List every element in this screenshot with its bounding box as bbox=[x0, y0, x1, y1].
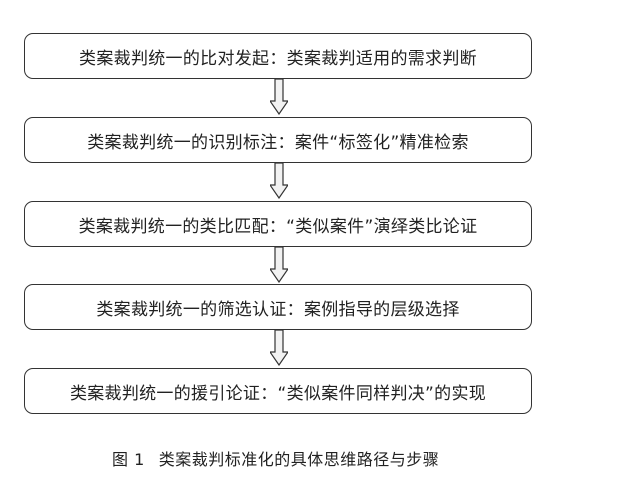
figure-title: 类案裁判标准化的具体思维路径与步骤 bbox=[158, 450, 440, 469]
step-box-5: 类案裁判统一的援引论证：“类似案件同样判决”的实现 bbox=[24, 368, 532, 414]
down-arrow-icon bbox=[270, 79, 288, 115]
step-box-2: 类案裁判统一的识别标注：案件“标签化”精准检索 bbox=[24, 117, 532, 163]
figure-number: 图 1 bbox=[112, 450, 145, 469]
step-label-5: 类案裁判统一的援引论证：“类似案件同样判决”的实现 bbox=[69, 383, 487, 404]
down-arrow-icon bbox=[270, 330, 288, 366]
down-arrow-icon bbox=[270, 163, 288, 199]
step-box-1: 类案裁判统一的比对发起：类案裁判适用的需求判断 bbox=[24, 33, 532, 79]
step-box-4: 类案裁判统一的筛选认证：案例指导的层级选择 bbox=[24, 284, 532, 330]
down-arrow-icon bbox=[270, 247, 288, 283]
step-label-3: 类案裁判统一的类比匹配：“类似案件”演绎类比论证 bbox=[78, 216, 478, 237]
step-label-2: 类案裁判统一的识别标注：案件“标签化”精准检索 bbox=[87, 132, 469, 153]
step-label-4: 类案裁判统一的筛选认证：案例指导的层级选择 bbox=[96, 299, 460, 320]
step-box-3: 类案裁判统一的类比匹配：“类似案件”演绎类比论证 bbox=[24, 201, 532, 247]
step-label-1: 类案裁判统一的比对发起：类案裁判适用的需求判断 bbox=[79, 48, 477, 69]
caption-text: 图 1 类案裁判标准化的具体思维路径与步骤 bbox=[112, 446, 439, 470]
